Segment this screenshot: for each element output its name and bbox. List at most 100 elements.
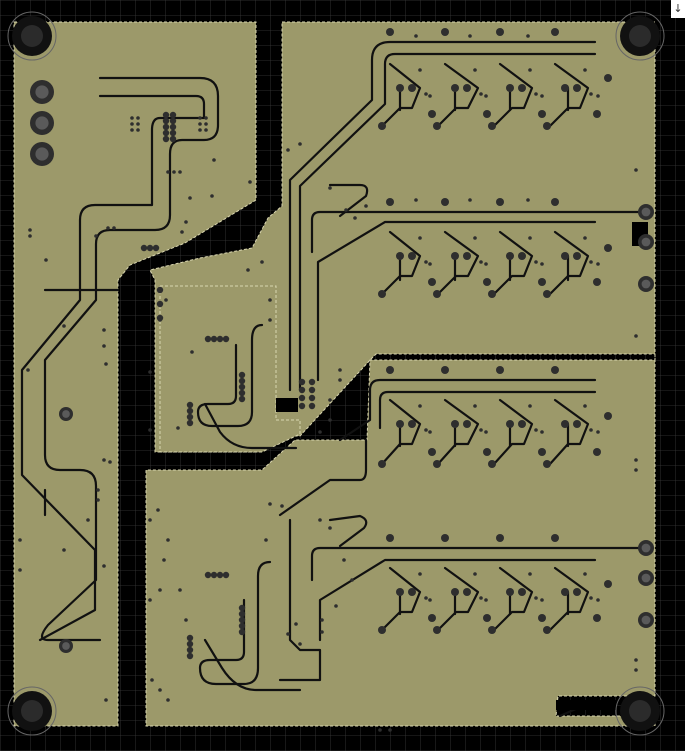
via	[634, 658, 638, 662]
trace-left-bus	[40, 76, 220, 642]
via	[318, 518, 322, 522]
transistor-pad	[573, 420, 581, 428]
via	[188, 196, 192, 200]
copper-main-region	[145, 21, 656, 727]
transistor-pad	[408, 84, 416, 92]
ic-pad	[162, 123, 170, 131]
via	[112, 226, 116, 230]
via	[102, 328, 106, 332]
transistor-pad	[538, 614, 546, 622]
trace-ch3-bus-b	[378, 390, 597, 430]
via	[540, 94, 544, 98]
transistor-pad	[496, 366, 504, 374]
copper-pour-layer	[13, 21, 656, 727]
transistor-pad	[496, 198, 504, 206]
pad	[59, 639, 73, 653]
via	[479, 428, 483, 432]
ic-pad	[162, 135, 170, 143]
transistor-pad	[518, 84, 526, 92]
transistor-pad	[561, 588, 569, 596]
via	[156, 508, 160, 512]
transistor-pad	[451, 84, 459, 92]
pad	[604, 580, 612, 588]
transistor-pad	[396, 588, 404, 596]
via	[634, 458, 638, 462]
transistor-pad	[378, 290, 386, 298]
transistor-pad	[408, 588, 416, 596]
transistor-pad	[408, 420, 416, 428]
via	[318, 430, 322, 434]
via	[136, 122, 140, 126]
ic-pad	[162, 111, 170, 119]
output-pad	[638, 570, 654, 586]
trace-ch1-bus-inner	[298, 52, 597, 392]
ic-pad	[308, 394, 316, 402]
transistor-pad	[518, 420, 526, 428]
transistor-pad	[506, 84, 514, 92]
via	[204, 122, 208, 126]
via	[540, 430, 544, 434]
output-pad	[638, 540, 654, 556]
ic-pad	[238, 622, 246, 630]
transistor-pad	[488, 122, 496, 130]
via	[162, 558, 166, 562]
via	[298, 142, 302, 146]
transistor-pad	[488, 460, 496, 468]
trace-ch2-bus-b	[316, 220, 597, 382]
transistor-pad	[463, 588, 471, 596]
transistor-pad	[428, 278, 436, 286]
via	[528, 572, 532, 576]
ic-pad	[186, 652, 194, 660]
transistor-pad	[506, 252, 514, 260]
output-pad	[638, 204, 654, 220]
via	[589, 596, 593, 600]
transistor-pad	[543, 122, 551, 130]
via	[28, 234, 32, 238]
transistor-pad	[441, 534, 449, 542]
via	[176, 426, 180, 430]
ic-pad	[186, 640, 194, 648]
ic-pad	[186, 634, 194, 642]
via	[596, 598, 600, 602]
ic-pad	[169, 135, 177, 143]
transistor-pad	[483, 110, 491, 118]
via	[528, 236, 532, 240]
via	[596, 430, 600, 434]
transistor-pad	[561, 420, 569, 428]
transistor-pad	[551, 534, 559, 542]
transistor-pad	[538, 278, 546, 286]
transistor-pad	[408, 252, 416, 260]
transistor-pad	[441, 198, 449, 206]
ic-pad	[216, 571, 224, 579]
mounting-hole-top-left	[7, 11, 57, 61]
via	[62, 548, 66, 552]
via	[589, 428, 593, 432]
trace-ch4-bus	[310, 546, 642, 582]
arrow-down-icon[interactable]: ↓	[671, 0, 685, 18]
transistor-pad	[428, 448, 436, 456]
via	[364, 204, 368, 208]
via	[184, 220, 188, 224]
via	[484, 94, 488, 98]
transistor-pad	[386, 534, 394, 542]
via	[26, 368, 30, 372]
via	[102, 564, 106, 568]
transistor-pad	[573, 588, 581, 596]
via	[320, 630, 324, 634]
via	[418, 236, 422, 240]
transistor-pad	[441, 28, 449, 36]
via	[130, 122, 134, 126]
ic-pad	[238, 395, 246, 403]
trace-lower-j	[198, 560, 272, 686]
via	[414, 198, 418, 202]
via	[166, 538, 170, 542]
via	[344, 208, 348, 212]
transistor-pad	[551, 366, 559, 374]
via	[286, 632, 290, 636]
via	[418, 68, 422, 72]
ic-pad	[298, 394, 306, 402]
via	[268, 298, 272, 302]
via	[96, 488, 100, 492]
copper-sub-region	[159, 285, 301, 453]
connector-pad	[30, 80, 54, 104]
